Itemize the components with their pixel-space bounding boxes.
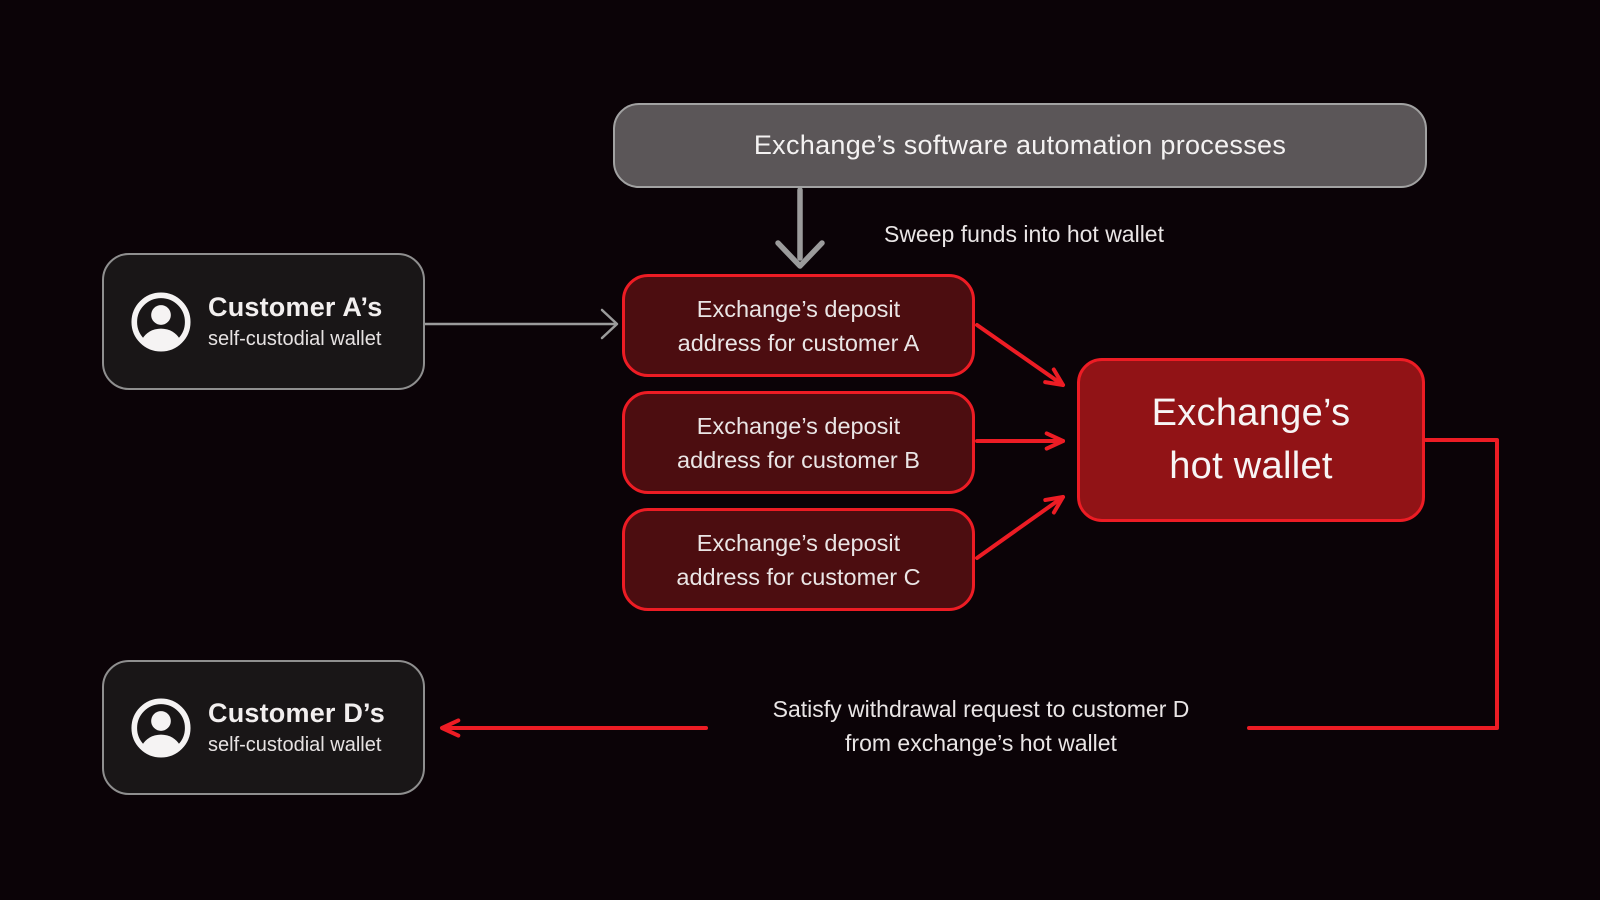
withdrawal-label-line2: from exchange’s hot wallet <box>845 730 1117 756</box>
deposit-b-line1: Exchange’s deposit <box>696 412 901 439</box>
deposit-a-line2: address for customer A <box>677 329 920 356</box>
customer-a-subtitle: self-custodial wallet <box>208 328 382 350</box>
customer-a-title: Customer A’s <box>208 292 383 322</box>
deposit-c-line1: Exchange’s deposit <box>696 529 901 556</box>
deposit-b-hot-wallet-arrow <box>975 431 1065 451</box>
hot-wallet-line2: hot wallet <box>1169 445 1333 487</box>
automation-process-node: Exchange’s software automation processes <box>613 103 1427 188</box>
sweep-funds-label: Sweep funds into hot wallet <box>883 221 1164 247</box>
deposit-c-line2: address for customer C <box>676 563 921 590</box>
automation-process-label: Exchange’s software automation processes <box>753 130 1287 160</box>
withdrawal-request-label: Satisfy withdrawal request to customer D… <box>731 692 1231 760</box>
deposit-address-b-node: Exchange’s deposit address for customer … <box>622 391 975 494</box>
customer-a-wallet-node: Customer A’s self-custodial wallet <box>102 253 425 390</box>
customer-d-wallet-node: Customer D’s self-custodial wallet <box>102 660 425 795</box>
customer-d-subtitle: self-custodial wallet <box>208 734 382 756</box>
deposit-c-hot-wallet-arrow <box>975 495 1065 560</box>
deposit-a-hot-wallet-arrow <box>975 323 1065 387</box>
customer-a-deposit-arrow <box>423 308 619 340</box>
withdrawal-label-line1: Satisfy withdrawal request to customer D <box>772 696 1190 722</box>
deposit-address-c-node: Exchange’s deposit address for customer … <box>622 508 975 611</box>
deposit-b-line2: address for customer B <box>677 446 920 473</box>
deposit-a-line1: Exchange’s deposit <box>696 295 901 322</box>
hot-wallet-node: Exchange’s hot wallet <box>1077 358 1425 522</box>
deposit-address-a-node: Exchange’s deposit address for customer … <box>622 274 975 377</box>
person-circle-icon <box>131 291 191 352</box>
sweep-arrow <box>775 187 825 269</box>
person-circle-icon <box>131 697 191 758</box>
hot-wallet-line1: Exchange’s <box>1151 392 1351 434</box>
customer-d-title: Customer D’s <box>208 698 385 728</box>
